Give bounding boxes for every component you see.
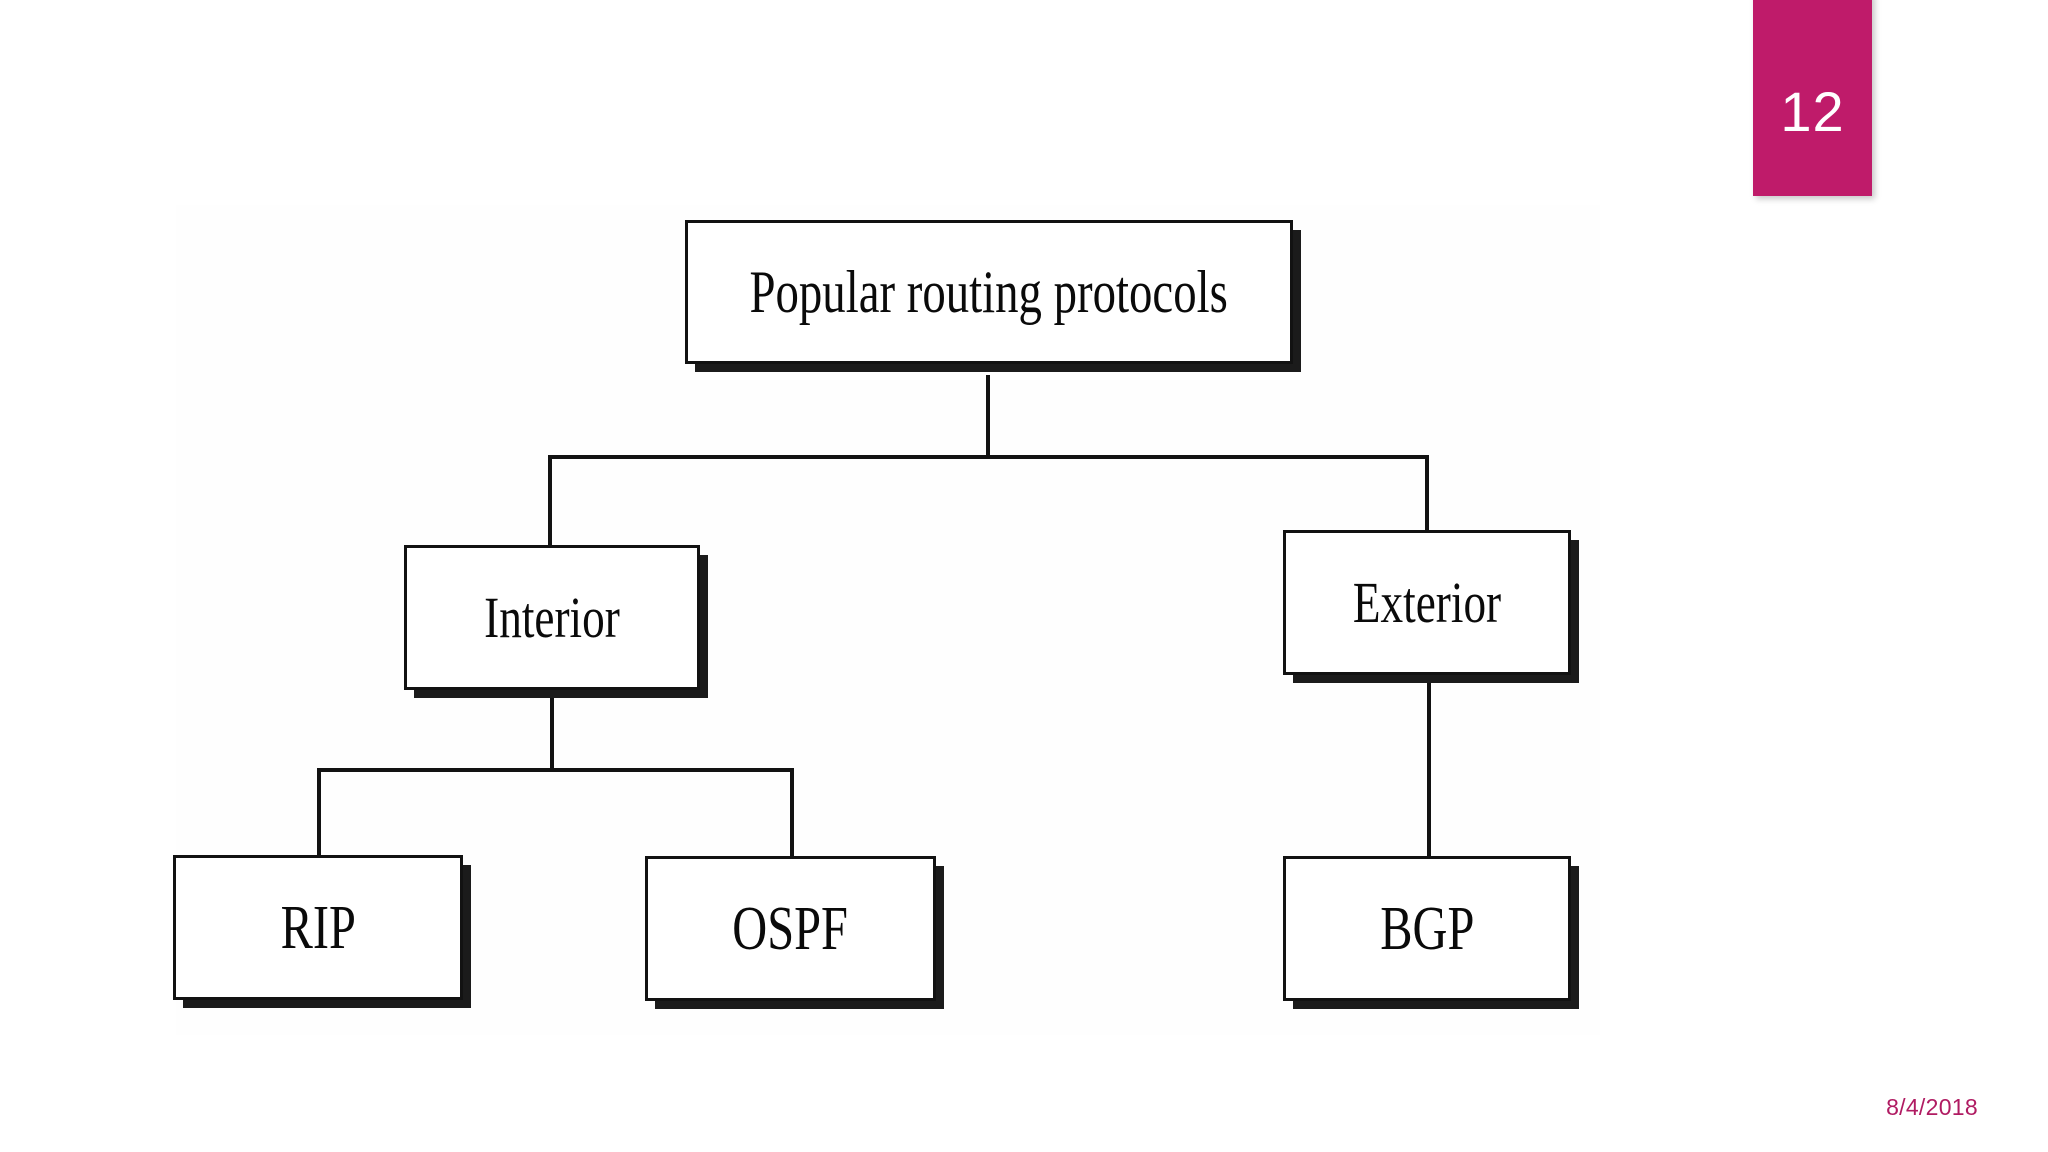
diagram-node-ospf-label: OSPF: [732, 894, 849, 963]
diagram-node-exterior-label: Exterior: [1352, 569, 1502, 635]
diagram-node-bgp-label: BGP: [1379, 894, 1475, 963]
connector-root-split-bar: [548, 455, 1428, 459]
page-number-text: 12: [1780, 80, 1845, 143]
page-number-badge: 12: [1753, 0, 1872, 196]
connector-interior-down: [550, 691, 554, 771]
footer-date: 8/4/2018: [1886, 1094, 1978, 1120]
connector-interior-split-bar: [317, 768, 794, 772]
diagram-node-root: Popular routing protocols: [685, 220, 1293, 364]
diagram-node-bgp: BGP: [1283, 856, 1571, 1001]
diagram-node-interior-label: Interior: [484, 584, 620, 650]
diagram-node-ospf: OSPF: [645, 856, 936, 1001]
connector-root-to-exterior: [1425, 455, 1429, 532]
diagram-node-rip-label: RIP: [280, 893, 356, 962]
diagram-node-interior: Interior: [404, 545, 700, 690]
connector-root-down: [986, 375, 990, 457]
connector-interior-to-ospf: [790, 768, 794, 856]
diagram-node-exterior: Exterior: [1283, 530, 1571, 675]
diagram-node-rip: RIP: [173, 855, 463, 1000]
routing-protocols-diagram: Popular routing protocols Interior Exter…: [173, 205, 1600, 1035]
connector-root-to-interior: [548, 455, 552, 547]
connector-interior-to-rip: [317, 768, 321, 856]
diagram-node-root-label: Popular routing protocols: [749, 259, 1229, 325]
connector-exterior-to-bgp: [1427, 677, 1431, 857]
